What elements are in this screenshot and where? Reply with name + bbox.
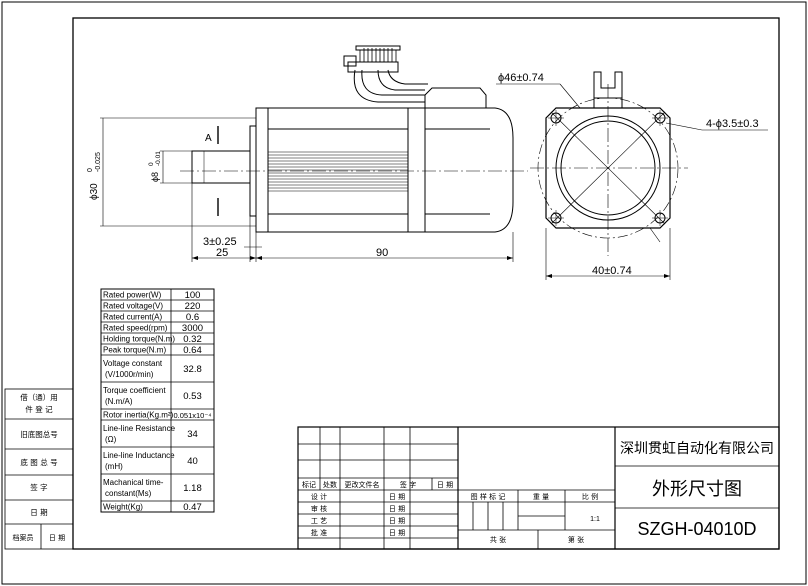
spec-label-line1: Torque coefficient xyxy=(103,386,166,395)
motor-flange xyxy=(255,107,269,233)
date-label-2: 日 期 xyxy=(389,505,405,513)
front-body-circle xyxy=(560,120,656,216)
pilot-diameter-dimension xyxy=(100,117,256,227)
spec-table-frame xyxy=(100,288,215,513)
spec-label: Holding torque(N.m) xyxy=(103,335,175,344)
drawing-title: 外形尺寸图 xyxy=(652,479,742,500)
scale-label: 比 例 xyxy=(582,492,598,501)
spec-label: Rated speed(rpm) xyxy=(103,324,168,333)
section-mark-label: A xyxy=(205,133,212,144)
flange-diameter-label: ϕ46±0.74 xyxy=(498,72,544,84)
date-label-1: 日 期 xyxy=(389,493,405,501)
shaft-diameter-tol-upper: 0 xyxy=(148,162,155,166)
left-strip-old-drawing-no: 旧底图总号 xyxy=(20,429,58,439)
spec-label-line1: Line-line Resistance xyxy=(103,424,176,433)
rev-header-date: 日 期 xyxy=(437,481,453,489)
rev-header-mark: 标记 xyxy=(302,480,316,489)
left-strip-borrow-2: 件 登 记 xyxy=(25,404,53,414)
spec-value: 0.47 xyxy=(183,502,202,513)
spec-label-line2: (V/1000r/min) xyxy=(105,370,154,379)
spec-label-line1: Machanical time- xyxy=(103,478,164,487)
motor-side-view xyxy=(180,45,528,233)
role-design: 设 计 xyxy=(311,492,327,501)
rev-header-count: 处数 xyxy=(323,480,337,489)
left-strip-base-drawing-no: 底 图 总 号 xyxy=(20,457,57,467)
shaft-diameter-tol-lower: -0.01 xyxy=(155,151,162,166)
motor-cooling-fins xyxy=(268,151,408,192)
left-strip-archivist-date: 日 期 xyxy=(49,534,65,542)
shaft-length-label: 25 xyxy=(216,247,228,259)
scale-value: 1:1 xyxy=(590,516,600,523)
pilot-diameter-tol-upper: 0 xyxy=(87,168,94,172)
rev-header-sign: 签 字 xyxy=(400,480,416,489)
spec-label: Rotor inertia(Kg.m²) xyxy=(103,411,174,420)
mounting-holes-label: 4-ϕ3.5±0.3 xyxy=(706,118,759,130)
spec-label-line1: Voltage constant xyxy=(103,359,163,368)
company-name: 深圳贯虹自动化有限公司 xyxy=(620,441,774,457)
spec-value: 0.53 xyxy=(183,391,202,402)
spec-value: 1.18 xyxy=(183,483,202,494)
spec-label-line2: (mH) xyxy=(105,462,123,471)
spec-label: Rated voltage(V) xyxy=(103,302,163,311)
weight-label: 重 量 xyxy=(533,493,549,501)
spec-label: Rated current(A) xyxy=(103,313,162,322)
spec-value: 32.8 xyxy=(183,364,202,375)
spec-value: 0.051x10⁻⁴ xyxy=(173,411,211,420)
front-view-dimensions xyxy=(496,83,768,280)
date-label-3: 日 期 xyxy=(389,517,405,525)
spec-label-line2: (N.m/A) xyxy=(105,397,133,406)
spec-value: 3000 xyxy=(182,323,203,334)
date-label-4: 日 期 xyxy=(389,529,405,537)
shoulder-dimension-label: 3±0.25 xyxy=(203,236,237,248)
spec-value: 40 xyxy=(187,456,198,467)
cable-connector xyxy=(347,61,399,73)
sheet-number-label: 第 张 xyxy=(568,535,584,544)
pilot-diameter-tol-lower: -0.025 xyxy=(95,152,102,172)
role-approve: 批 准 xyxy=(311,528,327,537)
motor-rear-cover xyxy=(407,107,514,233)
drawing-mark-label: 图 样 标 记 xyxy=(471,492,506,501)
spec-label-line2: (Ω) xyxy=(105,435,117,444)
spec-value: 34 xyxy=(187,429,198,440)
left-strip-table xyxy=(4,388,74,550)
left-strip-signature: 签 字 xyxy=(30,482,47,492)
motor-shaft xyxy=(191,150,251,184)
title-block xyxy=(297,426,780,550)
spec-label: Weight(Kg) xyxy=(103,503,143,512)
spec-value: 220 xyxy=(185,301,201,312)
spec-value: 100 xyxy=(185,290,201,301)
spec-label-line1: Line-line Inductance xyxy=(103,451,175,460)
pilot-diameter-label: ϕ30 xyxy=(89,183,100,200)
total-sheets-label: 共 张 xyxy=(490,535,506,544)
spec-label: Rated power(W) xyxy=(103,291,162,300)
inner-border xyxy=(72,17,780,550)
drawing-number: SZGH-04010D xyxy=(637,519,756,539)
length-dimensions xyxy=(191,183,514,262)
spec-value: 0.6 xyxy=(186,312,199,323)
spec-label-line2: constant(Ms) xyxy=(105,489,152,498)
left-strip-date: 日 期 xyxy=(30,508,47,517)
front-pilot-circle xyxy=(555,115,661,221)
rev-header-file: 更改文件名 xyxy=(345,480,380,489)
flange-width-label: 40±0.74 xyxy=(592,265,632,277)
role-process: 工 艺 xyxy=(311,517,327,525)
body-length-label: 90 xyxy=(376,247,388,259)
motor-front-view xyxy=(530,71,688,256)
spec-value: 0.64 xyxy=(183,345,202,356)
spec-label: Peak torque(N.m) xyxy=(103,346,166,355)
left-strip-borrow-1: 借（通）用 xyxy=(20,392,58,402)
shaft-diameter-label: ϕ8 xyxy=(150,172,160,182)
spec-value: 0.32 xyxy=(183,334,202,345)
front-connector xyxy=(593,71,623,108)
left-strip-archivist: 档案员 xyxy=(13,533,34,542)
front-flange-square xyxy=(545,107,671,229)
role-review: 审 核 xyxy=(311,504,327,513)
